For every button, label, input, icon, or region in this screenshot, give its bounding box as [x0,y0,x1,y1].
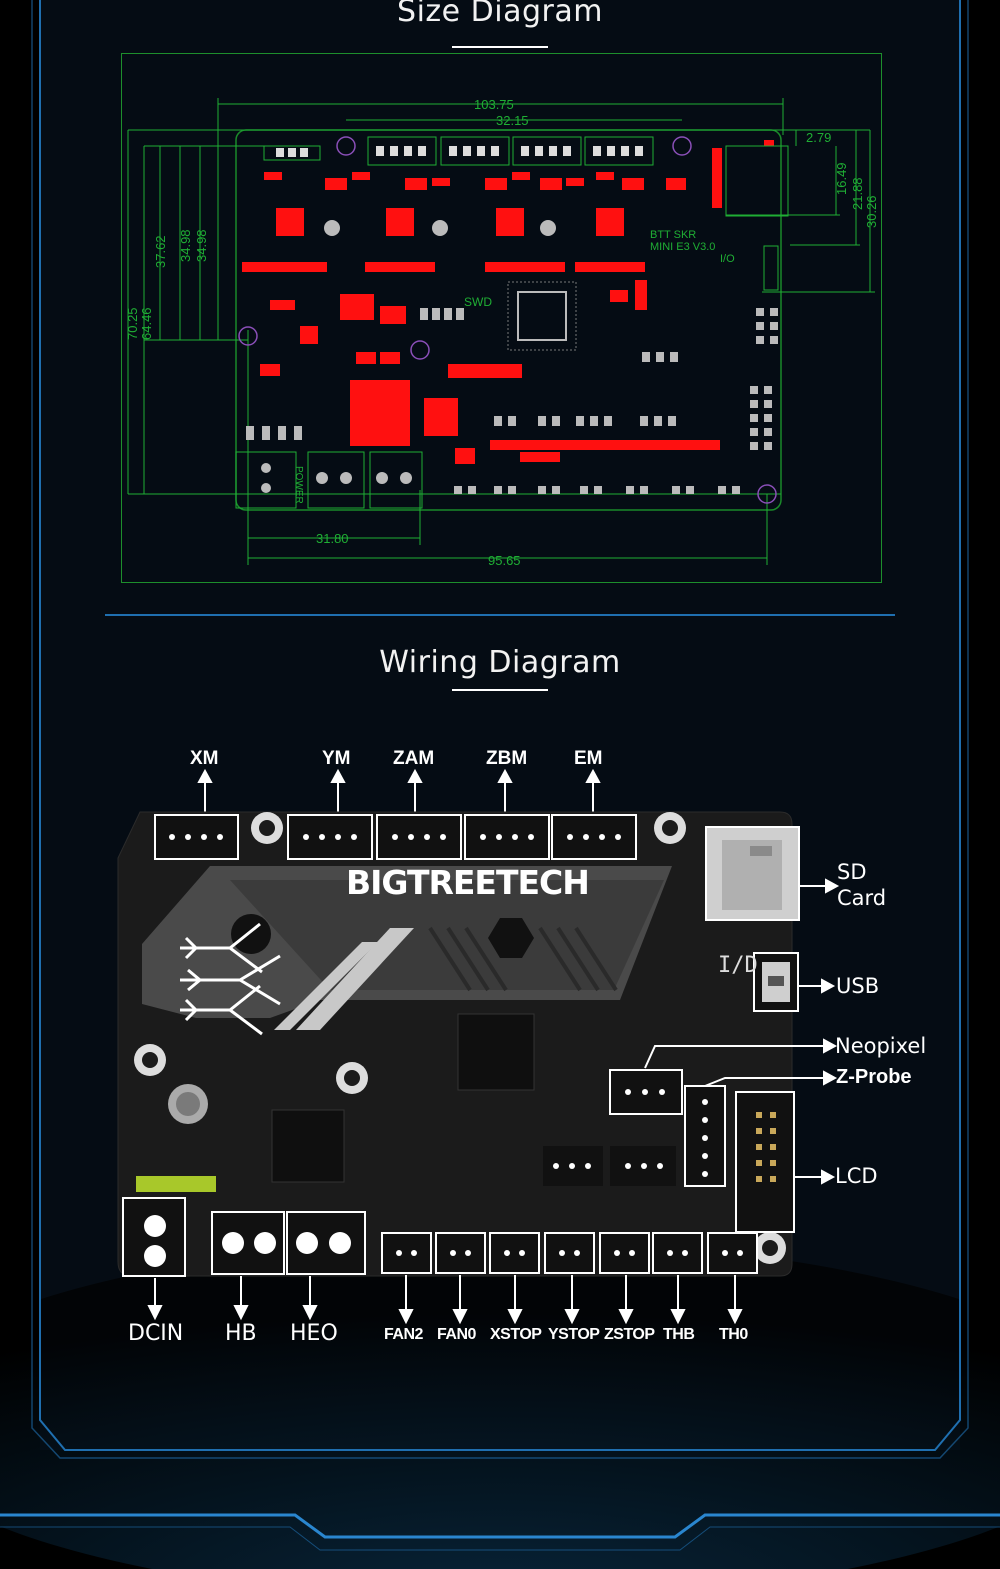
label-neopixel: Neopixel [835,1034,927,1058]
size-title-underline [452,46,548,48]
label-hb: HB [225,1321,257,1346]
label-fan2: FAN2 [384,1326,423,1343]
dim-37-62: 37.62 [153,235,168,268]
label-heo: HEO [290,1321,338,1346]
size-diagram-title: Size Diagram [397,0,603,29]
label-th0: TH0 [719,1326,748,1343]
io-mark: I/D [718,953,758,978]
label-zbm: ZBM [486,748,528,769]
label-em: EM [574,748,603,769]
label-lcd: LCD [835,1164,878,1188]
dim-34-98-a: 34.98 [178,229,193,262]
dim-103-75: 103.75 [474,97,514,112]
dim-95-65: 95.65 [488,553,521,568]
size-diagram-drawing: 103.75 32.15 2.79 31.80 95.65 16.49 21.8… [125,97,879,568]
wiring-board-drawing: BIGTREETECH [117,768,840,1325]
label-sd: SD [837,860,867,884]
model-label-2: MINI E3 V3.0 [650,241,715,253]
dim-30-26: 30.26 [864,195,879,228]
dim-64-46: 64.46 [139,307,154,340]
label-fan0: FAN0 [437,1326,476,1343]
dim-34-98-b: 34.98 [194,229,209,262]
dim-70-25: 70.25 [125,307,140,340]
dim-16-49: 16.49 [834,162,849,195]
label-zstop: ZSTOP [604,1326,655,1343]
label-ystop: YSTOP [548,1326,600,1343]
label-ym: YM [322,748,351,769]
label-usb: USB [836,974,880,998]
label-sd-card: Card [837,886,887,910]
label-xm: XM [190,748,219,769]
swd-label: SWD [464,295,492,309]
size-diagram-frame [121,53,882,583]
label-dcin: DCIN [128,1321,184,1346]
brand-logo: BIGTREETECH [346,863,589,902]
dim-31-80: 31.80 [316,531,349,546]
model-label-1: BTT SKR [650,229,696,241]
power-label: POWER [293,466,304,504]
dim-2-79: 2.79 [806,130,831,145]
dim-32-15: 32.15 [496,113,529,128]
label-xstop: XSTOP [490,1326,542,1343]
io-label: I/O [720,253,735,265]
wiring-diagram-title: Wiring Diagram [379,645,621,680]
label-zam: ZAM [393,748,435,769]
label-z-probe: Z-Probe [836,1066,912,1088]
dim-21-88: 21.88 [850,177,865,210]
section-separator [105,614,895,616]
label-thb: THB [663,1326,695,1343]
wiring-title-underline [452,689,548,691]
